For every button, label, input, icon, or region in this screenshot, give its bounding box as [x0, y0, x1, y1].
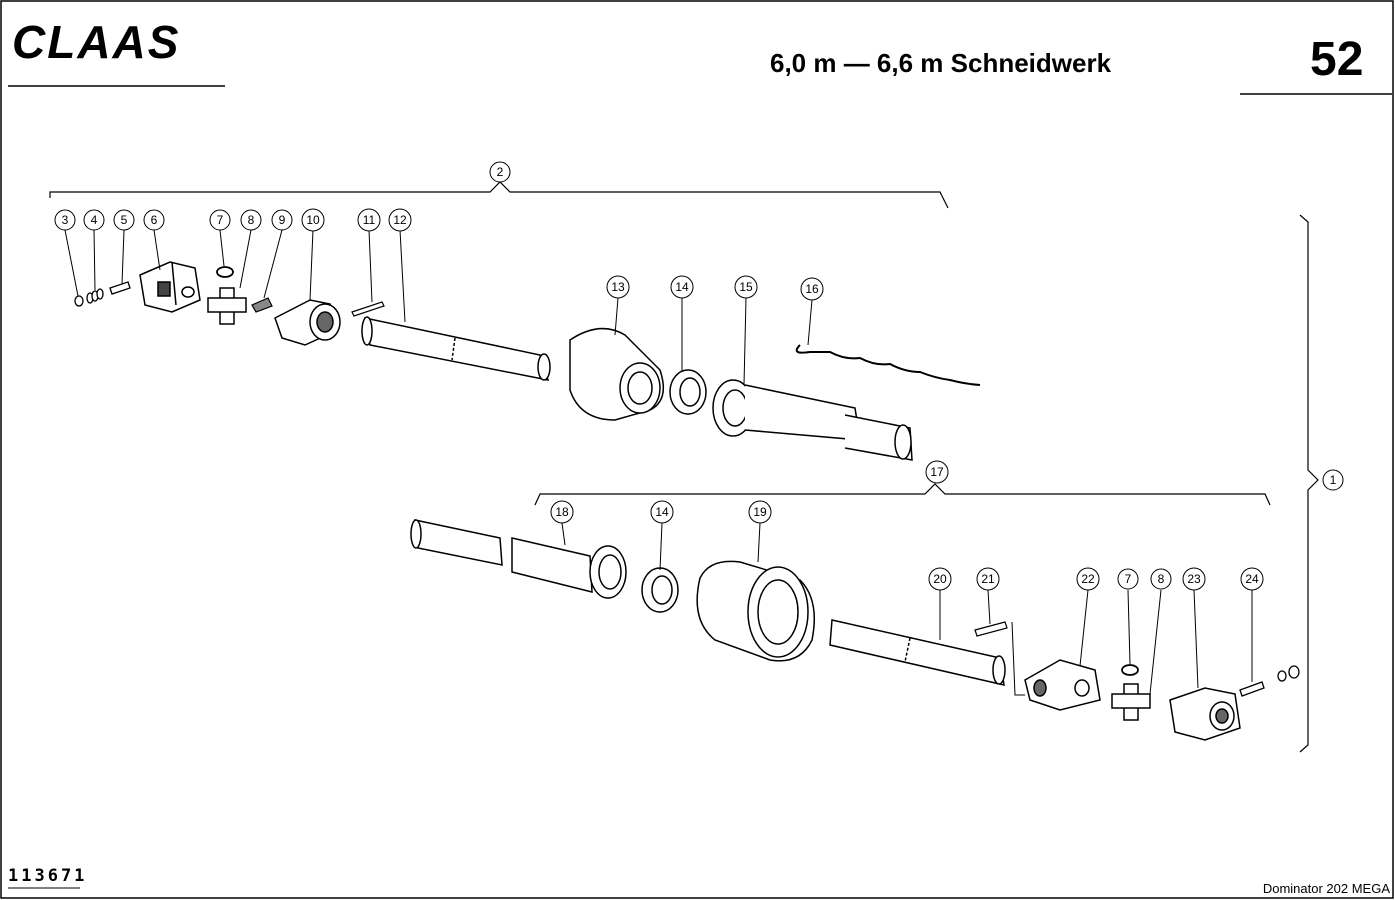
- part-spring: [86, 288, 104, 304]
- part-inner-tube: [361, 316, 551, 381]
- svg-text:18: 18: [555, 505, 569, 519]
- callout-14-lower: 14: [650, 500, 674, 524]
- part-circlip-lower: [1121, 664, 1139, 676]
- svg-text:6: 6: [151, 213, 158, 227]
- leader-line-21: [1011, 621, 1025, 696]
- callout-11: 11: [357, 208, 381, 232]
- part-bolt-set: [1239, 665, 1300, 697]
- model-name: Dominator 202 MEGA: [1263, 881, 1390, 896]
- part-outer-tube-upper: [712, 379, 913, 461]
- svg-text:3: 3: [62, 213, 69, 227]
- callout-18: 18: [550, 500, 574, 524]
- part-yoke-lower: [1024, 659, 1101, 711]
- svg-text:9: 9: [279, 213, 286, 227]
- callout-23: 23: [1182, 567, 1206, 591]
- group-bracket-2: [49, 181, 949, 209]
- part-pin: [109, 281, 131, 295]
- callout-14-upper: 14: [670, 275, 694, 299]
- svg-text:19: 19: [753, 505, 767, 519]
- part-outer-tube-lower: [410, 519, 593, 593]
- callout-17: 17: [925, 460, 949, 484]
- part-protection-cone: [569, 327, 665, 421]
- svg-text:12: 12: [393, 213, 407, 227]
- callout-7-lower: 7: [1117, 568, 1139, 590]
- group-bracket-1: [1299, 214, 1319, 753]
- svg-text:11: 11: [363, 213, 376, 227]
- svg-text:17: 17: [930, 465, 944, 479]
- part-bearing-ring-lower: [641, 567, 679, 613]
- part-roll-pin-lower: [974, 621, 1008, 637]
- callout-16: 16: [800, 277, 824, 301]
- svg-text:CLAAS: CLAAS: [12, 16, 180, 68]
- callout-3: 3: [54, 209, 76, 231]
- part-collar-lower: [589, 545, 627, 599]
- part-yoke-upper: [139, 261, 201, 313]
- part-bellows-boot: [696, 560, 815, 662]
- callout-20: 20: [928, 567, 952, 591]
- part-cross-upper: [207, 287, 247, 325]
- callout-bubbles: 2 3 4 5 6 7 8 9 10 11 12 13 14 15 16 17 …: [54, 161, 1344, 591]
- callout-4: 4: [83, 209, 105, 231]
- part-grease-nipple: [251, 297, 273, 313]
- svg-text:1: 1: [1330, 473, 1337, 487]
- part-circlip-upper: [216, 266, 234, 278]
- callout-24: 24: [1240, 567, 1264, 591]
- drawing-id: 113671: [8, 866, 87, 886]
- callout-1: 1: [1322, 469, 1344, 491]
- svg-text:8: 8: [248, 213, 255, 227]
- svg-text:23: 23: [1187, 572, 1201, 586]
- page-number: 52: [1310, 33, 1363, 86]
- part-cross-lower: [1111, 683, 1151, 721]
- part-washer: [74, 295, 84, 307]
- part-roll-pin-upper: [351, 301, 385, 317]
- callout-6: 6: [143, 209, 165, 231]
- svg-text:7: 7: [1125, 572, 1132, 586]
- callout-15: 15: [734, 275, 758, 299]
- svg-text:10: 10: [306, 213, 320, 227]
- part-inner-tube-lower: [829, 619, 1006, 686]
- callout-19: 19: [748, 500, 772, 524]
- svg-text:21: 21: [981, 572, 995, 586]
- svg-text:22: 22: [1081, 572, 1095, 586]
- svg-text:8: 8: [1158, 572, 1165, 586]
- svg-text:16: 16: [805, 282, 819, 296]
- callout-7-upper: 7: [209, 209, 231, 231]
- callout-21: 21: [976, 567, 1000, 591]
- callout-8-upper: 8: [240, 209, 262, 231]
- part-bearing-ring-upper: [669, 369, 707, 415]
- group-bracket-17: [534, 483, 1271, 506]
- part-end-yoke: [1169, 687, 1241, 741]
- part-sliding-yoke: [274, 299, 341, 346]
- callout-8-lower: 8: [1150, 568, 1172, 590]
- callout-9: 9: [271, 209, 293, 231]
- leader-lines: [64, 229, 1253, 695]
- callout-22: 22: [1076, 567, 1100, 591]
- svg-text:5: 5: [121, 213, 128, 227]
- svg-text:20: 20: [933, 572, 947, 586]
- svg-text:15: 15: [739, 280, 753, 294]
- svg-text:14: 14: [675, 280, 689, 294]
- brand-logo: CLAAS: [8, 16, 225, 87]
- svg-text:13: 13: [611, 280, 625, 294]
- callout-12: 12: [388, 208, 412, 232]
- svg-text:7: 7: [217, 213, 224, 227]
- svg-text:24: 24: [1245, 572, 1259, 586]
- part-safety-chain: [795, 344, 981, 386]
- callout-2: 2: [489, 161, 511, 183]
- callout-10: 10: [301, 208, 325, 232]
- callout-5: 5: [113, 209, 135, 231]
- callout-13: 13: [606, 275, 630, 299]
- page-title: 6,0 m — 6,6 m Schneidwerk: [770, 48, 1112, 78]
- svg-text:14: 14: [655, 505, 669, 519]
- svg-text:4: 4: [91, 213, 98, 227]
- svg-text:2: 2: [497, 165, 504, 179]
